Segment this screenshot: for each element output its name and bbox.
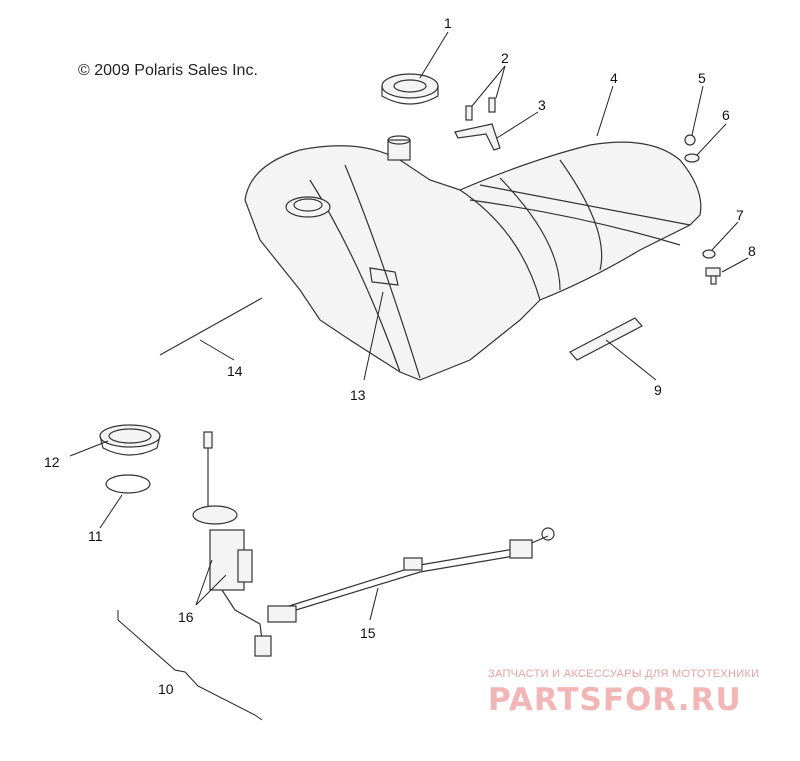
fuel-cap xyxy=(381,73,439,105)
watermark-brand: PARTSFOR.RU xyxy=(488,682,742,718)
fuel-pump-assembly xyxy=(192,431,272,657)
nut xyxy=(684,134,696,146)
assembly-group-bracket xyxy=(117,610,263,721)
callout-1: 1 xyxy=(444,15,452,31)
vent-tube xyxy=(159,297,263,356)
callout-13: 13 xyxy=(350,387,366,403)
callout-4: 4 xyxy=(610,70,618,86)
copyright-text: © 2009 Polaris Sales Inc. xyxy=(78,62,258,79)
callout-10: 10 xyxy=(158,681,174,697)
lock-ring xyxy=(99,424,161,456)
callout-11: 11 xyxy=(88,528,103,544)
callout-8: 8 xyxy=(748,243,756,259)
callout-15: 15 xyxy=(360,625,376,641)
fuel-level-sender xyxy=(267,527,555,623)
screws xyxy=(465,97,496,121)
gasket xyxy=(105,474,151,494)
bolt xyxy=(705,267,721,285)
callout-9: 9 xyxy=(654,382,662,398)
callout-7: 7 xyxy=(736,207,744,223)
callout-14: 14 xyxy=(227,363,243,379)
leader-lines xyxy=(69,31,749,621)
callout-6: 6 xyxy=(722,107,730,123)
callout-16: 16 xyxy=(178,609,194,625)
callout-5: 5 xyxy=(698,70,706,86)
washer-lower xyxy=(702,249,716,259)
watermark-tagline: ЗАПЧАСТИ И АКСЕССУАРЫ ДЛЯ МОТОТЕХНИКИ xyxy=(488,668,760,680)
callout-3: 3 xyxy=(538,97,546,113)
callout-2: 2 xyxy=(501,50,509,66)
callout-12: 12 xyxy=(44,454,60,470)
washer-upper xyxy=(684,153,700,163)
bracket xyxy=(454,123,501,151)
fuel-tank xyxy=(244,135,702,381)
tank-pad xyxy=(569,317,643,361)
